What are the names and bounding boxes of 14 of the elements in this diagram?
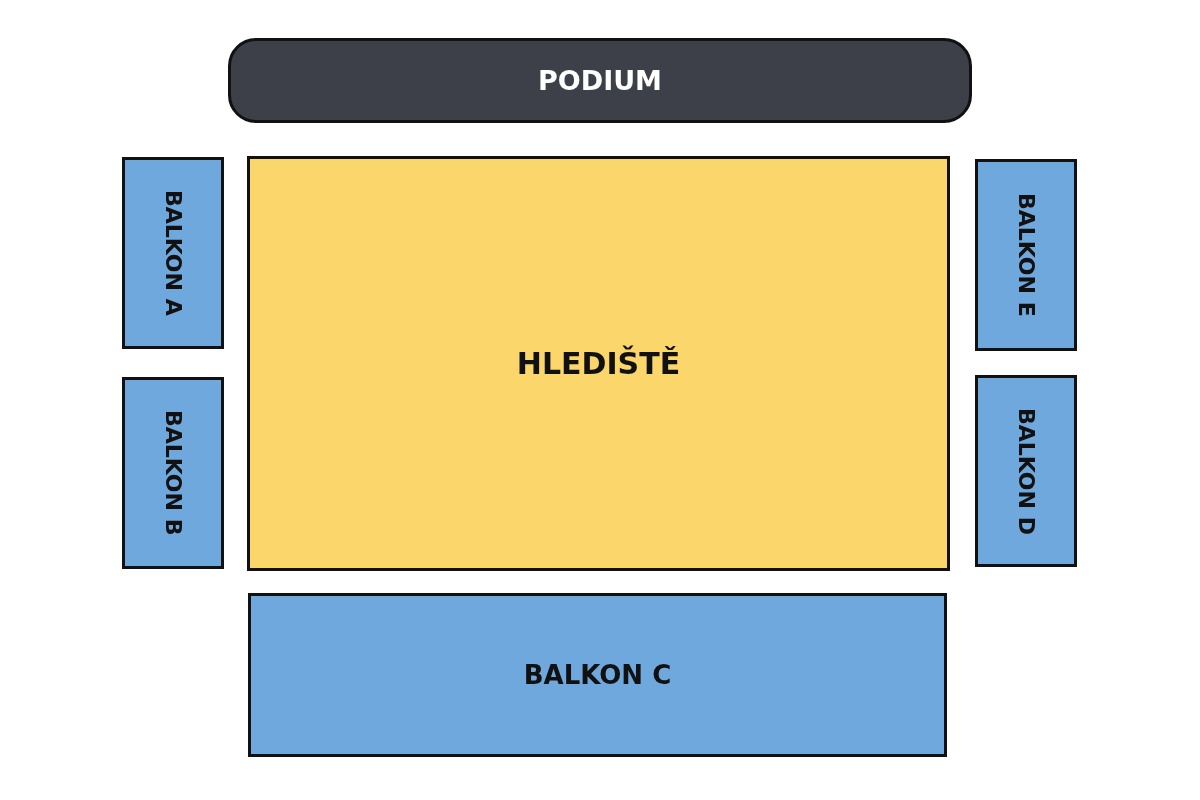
balcony-block [122, 157, 224, 349]
balcony-block [122, 377, 224, 569]
section-label: HLEDIŠTĚ [516, 346, 681, 381]
section-label: BALKON A [160, 190, 186, 316]
stage-area [228, 38, 972, 123]
balcony-block [248, 593, 947, 757]
seating-area [247, 156, 950, 571]
section-label: BALKON C [523, 660, 672, 690]
section-label: BALKON B [160, 410, 186, 536]
balcony-block [975, 375, 1077, 567]
section-label: BALKON D [1013, 407, 1039, 535]
balcony-block [975, 159, 1077, 351]
section-label: PODIUM [538, 65, 662, 96]
section-label: BALKON E [1013, 193, 1039, 317]
